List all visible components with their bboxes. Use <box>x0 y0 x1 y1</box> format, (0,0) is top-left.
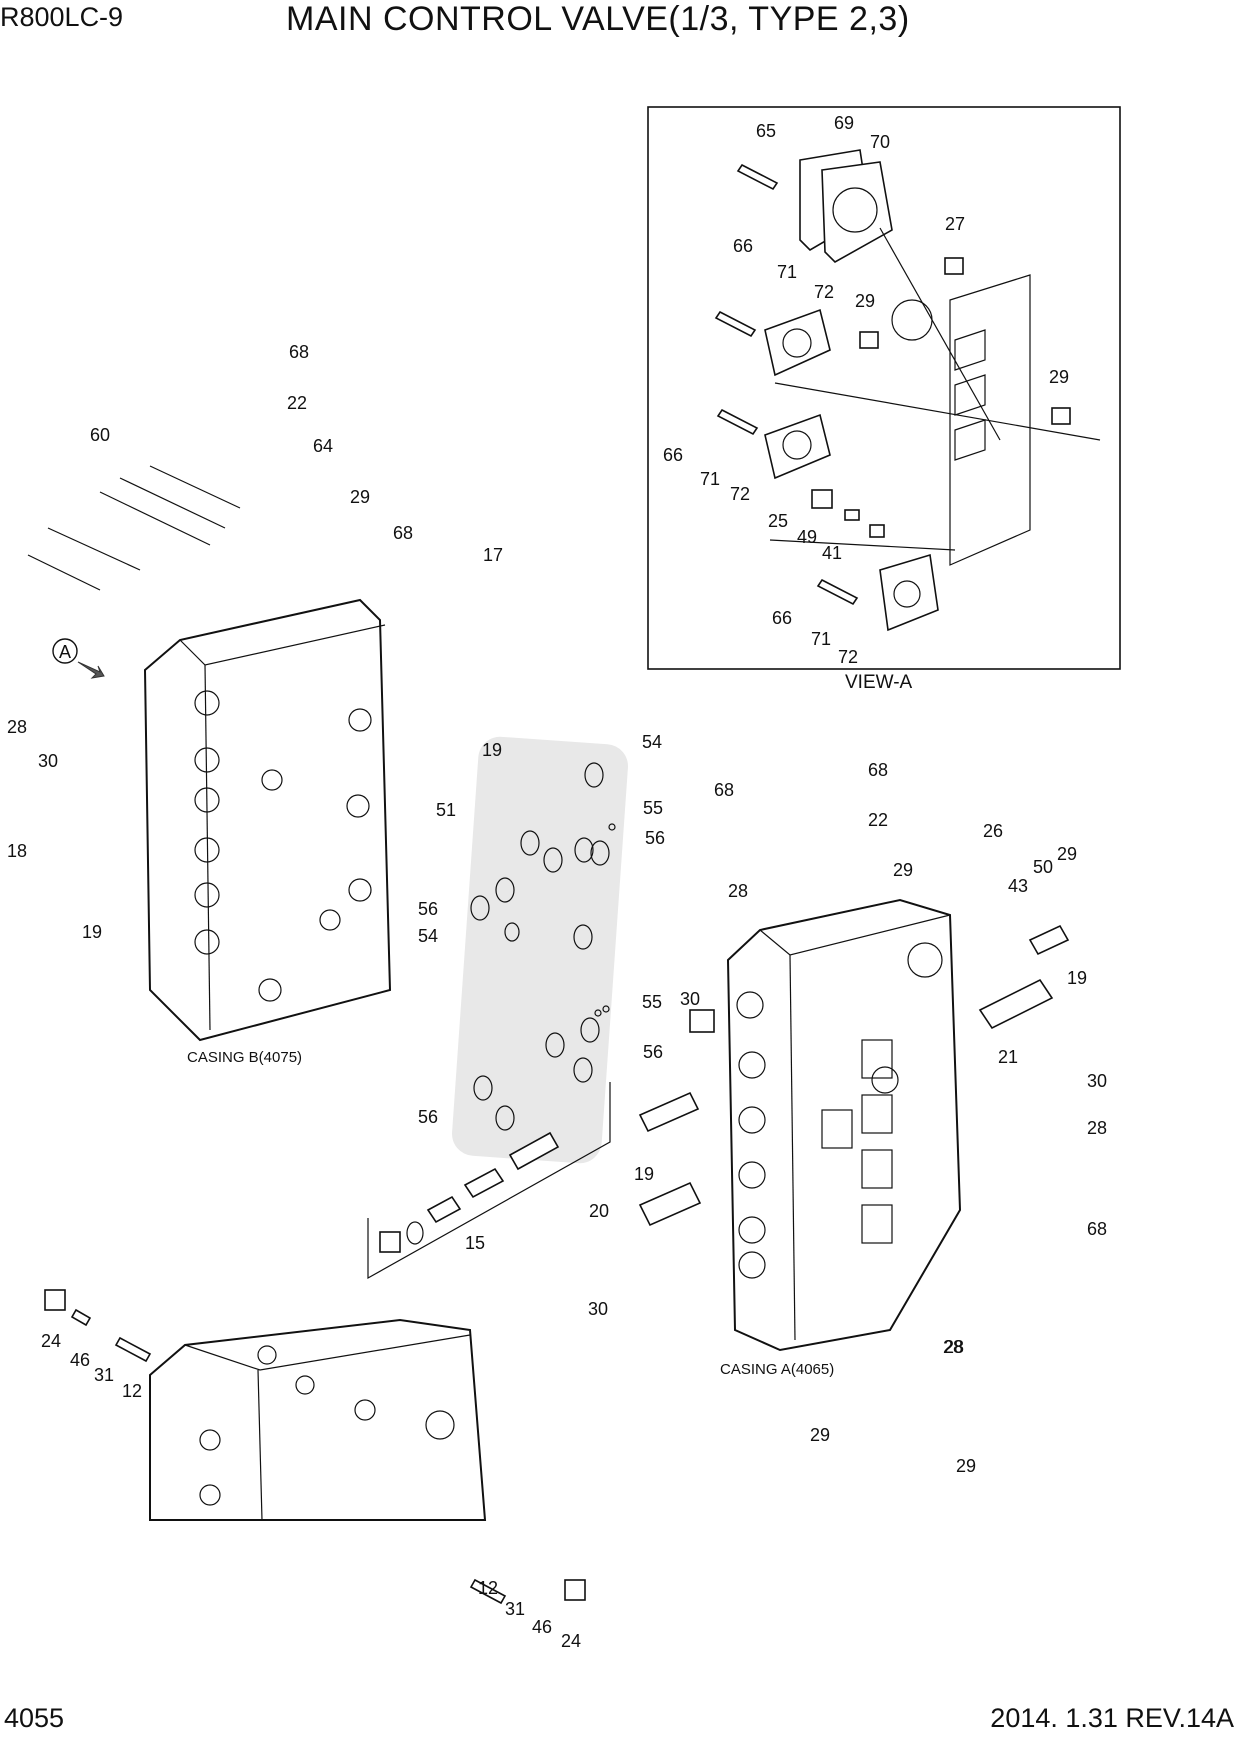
seal-group-callouts: 54 55 56 56 54 55 56 56 15 <box>418 732 665 1253</box>
callout-70: 70 <box>870 132 890 152</box>
callout-64: 64 <box>313 436 333 456</box>
page-title: MAIN CONTROL VALVE(1/3, TYPE 2,3) <box>286 0 910 38</box>
view-arrow <box>77 661 105 679</box>
callout-69: 69 <box>834 113 854 133</box>
o-rings <box>470 762 616 1131</box>
casing-b-body <box>143 598 392 1042</box>
callout-22: 22 <box>287 393 307 413</box>
callout-17: 17 <box>483 545 503 565</box>
callout-55: 55 <box>642 992 662 1012</box>
callout-19: 19 <box>482 740 502 760</box>
callout-31: 31 <box>505 1599 525 1619</box>
callout-50: 50 <box>1033 857 1053 877</box>
callout-46: 46 <box>532 1617 552 1637</box>
callout-12: 12 <box>478 1578 498 1598</box>
callout-51: 51 <box>436 800 456 820</box>
callout-56: 56 <box>645 828 665 848</box>
callout-55: 55 <box>643 798 663 818</box>
callout-28: 28 <box>7 717 27 737</box>
callout-28: 28 <box>728 881 748 901</box>
callout-72: 72 <box>838 647 858 667</box>
valve-block-face <box>949 274 1031 566</box>
callout-24: 24 <box>41 1331 61 1351</box>
tie-bolts-60 <box>27 465 241 591</box>
callout-15: 15 <box>465 1233 485 1253</box>
callout-56: 56 <box>643 1042 663 1062</box>
callout-71: 71 <box>700 469 720 489</box>
callout-41: 41 <box>822 543 842 563</box>
callout-49: 49 <box>797 527 817 547</box>
callout-28: 28 <box>944 1337 964 1357</box>
callout-68: 68 <box>289 342 309 362</box>
callout-72: 72 <box>814 282 834 302</box>
view-a-marker <box>52 638 78 664</box>
casing-b-label: CASING B(4075) <box>187 1049 302 1066</box>
casing-a-assembly <box>638 898 1070 1352</box>
callout-28: 28 <box>1087 1118 1107 1138</box>
callout-54: 54 <box>642 732 662 752</box>
callout-29: 29 <box>855 291 875 311</box>
casing-b-callouts: 68 22 64 29 68 60 17 19 28 30 51 18 19 <box>7 342 503 942</box>
callout-71: 71 <box>811 629 831 649</box>
callout-19: 19 <box>82 922 102 942</box>
callout-68: 68 <box>868 760 888 780</box>
callout-27: 27 <box>945 214 965 234</box>
callout-68: 68 <box>393 523 413 543</box>
view-a-inset <box>647 106 1121 670</box>
callout-19: 19 <box>634 1164 654 1184</box>
view-a-callouts: 65 69 70 27 66 71 72 29 29 66 71 72 25 4… <box>663 113 1069 667</box>
callout-66: 66 <box>733 236 753 256</box>
callout-31: 31 <box>94 1365 114 1385</box>
callout-12: 12 <box>122 1381 142 1401</box>
callout-29: 29 <box>1057 844 1077 864</box>
callout-29: 29 <box>1049 367 1069 387</box>
bottom-detail-callouts: 24 46 31 12 12 31 46 24 <box>41 1331 581 1651</box>
page-number: 4055 <box>4 1703 65 1733</box>
relief-valve-20 <box>638 1181 702 1227</box>
callout-21: 21 <box>998 1047 1018 1067</box>
gasket-70 <box>821 161 893 263</box>
callout-65: 65 <box>756 121 776 141</box>
callout-20: 20 <box>589 1201 609 1221</box>
callout-24: 24 <box>561 1631 581 1651</box>
callout-29: 29 <box>893 860 913 880</box>
callout-54: 54 <box>418 926 438 946</box>
date-revision: 2014. 1.31 REV.14A <box>990 1703 1234 1733</box>
callout-29: 29 <box>810 1425 830 1445</box>
callout-30: 30 <box>38 751 58 771</box>
callout-60: 60 <box>90 425 110 445</box>
callout-30: 30 <box>680 989 700 1009</box>
casing-a-body <box>726 898 962 1352</box>
callout-25: 25 <box>768 511 788 531</box>
callout-28: 28 <box>943 1337 963 1357</box>
callout-56: 56 <box>418 1107 438 1127</box>
view-a-caption: VIEW-A <box>845 672 913 693</box>
callout-46: 46 <box>70 1350 90 1370</box>
callout-18: 18 <box>7 841 27 861</box>
callout-19: 19 <box>1067 968 1087 988</box>
casing-a-label: CASING A(4065) <box>720 1361 834 1378</box>
bottom-detail-assembly <box>44 1289 586 1605</box>
casing-a-callouts: 68 68 22 29 26 28 43 50 29 19 30 21 30 2… <box>588 760 1107 1476</box>
callout-29: 29 <box>956 1456 976 1476</box>
callout-22: 22 <box>868 810 888 830</box>
callout-66: 66 <box>772 608 792 628</box>
spool-assembly-15 <box>367 1082 611 1280</box>
callout-68: 68 <box>714 780 734 800</box>
callout-26: 26 <box>983 821 1003 841</box>
callout-30: 30 <box>1087 1071 1107 1091</box>
callout-30: 30 <box>588 1299 608 1319</box>
callout-29: 29 <box>350 487 370 507</box>
model-name: R800LC-9 <box>0 2 124 32</box>
callout-71: 71 <box>777 262 797 282</box>
callout-56: 56 <box>418 899 438 919</box>
callout-43: 43 <box>1008 876 1028 896</box>
seal-group-background <box>452 736 628 1164</box>
callout-68: 68 <box>1087 1219 1107 1239</box>
view-a-marker-letter: A <box>59 642 71 662</box>
callout-66: 66 <box>663 445 683 465</box>
callout-72: 72 <box>730 484 750 504</box>
relief-valve-21 <box>978 978 1054 1030</box>
